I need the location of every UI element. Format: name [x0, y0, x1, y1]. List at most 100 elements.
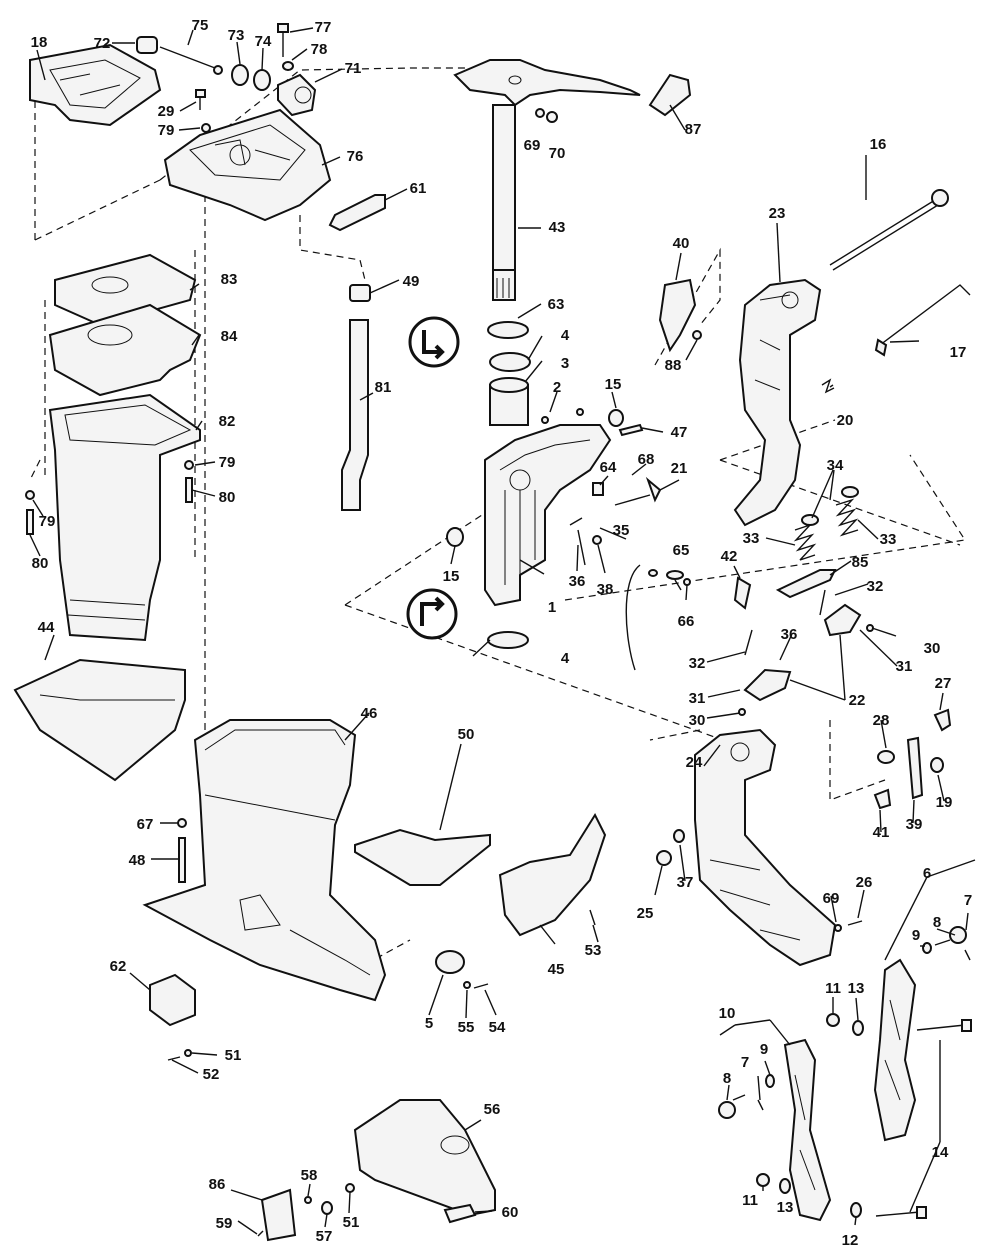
callout-4-lower: 4 [561, 650, 570, 667]
callout-48: 48 [129, 852, 146, 869]
part-40-plate [658, 278, 697, 353]
callout-51-upper: 51 [225, 1047, 242, 1064]
callout-27: 27 [935, 675, 952, 692]
part-51-washer-lower [345, 1183, 355, 1193]
callout-84: 84 [221, 328, 238, 345]
callout-67: 67 [137, 816, 154, 833]
callout-22: 22 [849, 692, 866, 709]
part-48-bolt [178, 837, 186, 883]
callout-16: 16 [870, 136, 887, 153]
part-15-washer-upper [608, 409, 624, 427]
part-11-nut-upper [826, 1013, 840, 1027]
callout-11-lower: 11 [742, 1192, 758, 1209]
callout-15-upper: 15 [605, 376, 622, 393]
callout-14: 14 [932, 1144, 949, 1161]
callout-9-upper: 9 [912, 927, 920, 944]
part-42-clip [733, 576, 752, 610]
callout-30-upper: 30 [924, 640, 941, 657]
callout-13-upper: 13 [848, 980, 865, 997]
part-23-stern-bracket [733, 278, 822, 527]
callout-88: 88 [665, 357, 682, 374]
callout-46: 46 [361, 705, 378, 722]
part-13-washer-upper [852, 1020, 864, 1036]
part-70-nut [546, 111, 558, 123]
callout-44: 44 [38, 619, 55, 636]
part-50-seal [354, 828, 491, 886]
callout-38: 38 [597, 581, 614, 598]
part-80-bolt-left [26, 509, 34, 535]
callout-labels: 1 2 3 4 4 5 6 7 7 8 8 9 9 10 11 11 12 13… [31, 17, 973, 1249]
callout-77: 77 [315, 19, 332, 36]
callout-61: 61 [410, 180, 427, 197]
part-43-steering-arm [453, 59, 641, 301]
part-8-knob-lower [718, 1101, 736, 1119]
part-32-pin-right [819, 589, 826, 616]
callout-47: 47 [671, 424, 688, 441]
callout-55: 55 [458, 1019, 475, 1036]
callout-56: 56 [484, 1101, 501, 1118]
callout-40: 40 [673, 235, 690, 252]
part-49-grommet [349, 284, 371, 302]
direction-arrow-upper-icon [408, 316, 460, 368]
part-87-bracket [648, 73, 692, 117]
part-8-shaft-lower [732, 1094, 746, 1101]
part-55-washer [463, 981, 471, 989]
part-85-plate [775, 569, 837, 599]
callout-31-upper: 31 [896, 658, 913, 675]
callout-9-lower: 9 [760, 1041, 768, 1058]
part-32-pin-left [744, 629, 753, 656]
part-59-screw [257, 1230, 264, 1237]
callout-63: 63 [548, 296, 565, 313]
part-28-washer [877, 750, 895, 764]
callout-leaders [29, 27, 976, 1235]
part-14-bolt-lower [875, 1211, 921, 1217]
callout-75: 75 [192, 17, 209, 34]
part-45-cover [498, 812, 607, 937]
callout-19: 19 [936, 794, 953, 811]
part-46-driveshaft-housing [142, 719, 387, 1002]
part-20-spring [821, 378, 835, 394]
callout-86: 86 [209, 1176, 226, 1193]
part-22-lever-right [823, 603, 862, 637]
callout-80-right: 80 [219, 489, 236, 506]
callout-24: 24 [686, 754, 703, 771]
callout-33-right: 33 [880, 531, 897, 548]
callout-54: 54 [489, 1019, 506, 1036]
callout-68: 68 [638, 451, 655, 468]
callout-17: 17 [950, 344, 967, 361]
part-33-spring-left [793, 524, 817, 561]
part-37-washer [673, 829, 685, 843]
callout-13-lower: 13 [777, 1199, 794, 1216]
part-84-plate [48, 303, 202, 397]
callout-12: 12 [842, 1232, 859, 1249]
callout-50: 50 [458, 726, 475, 743]
part-12-washer [850, 1202, 862, 1218]
part-51-washer-upper [184, 1049, 192, 1057]
part-17-clip [874, 338, 888, 357]
callout-26: 26 [856, 874, 873, 891]
callout-11-upper: 11 [825, 980, 841, 997]
part-7-pin-lower [757, 1099, 764, 1111]
callout-6: 6 [923, 865, 931, 882]
part-53-screw [589, 909, 596, 926]
callout-49: 49 [403, 273, 420, 290]
callout-1: 1 [548, 599, 556, 616]
callout-15-lower: 15 [443, 568, 460, 585]
part-86-plate [260, 1188, 297, 1242]
part-24-stern-bracket [694, 728, 837, 967]
part-69-washer [535, 108, 545, 118]
callout-2: 2 [553, 379, 561, 396]
part-9-washer-lower [765, 1074, 775, 1088]
callout-58: 58 [301, 1167, 318, 1184]
part-33-spring-right [835, 498, 859, 537]
callout-39: 39 [906, 816, 923, 833]
part-80-bolt-right [185, 477, 193, 503]
part-60-clip [443, 1203, 477, 1224]
callout-59: 59 [216, 1215, 233, 1232]
callout-73: 73 [228, 27, 245, 44]
part-39-link [906, 736, 924, 800]
part-68-rod [614, 494, 651, 506]
part-88-screw [692, 330, 702, 340]
part-35-pin [569, 517, 583, 526]
